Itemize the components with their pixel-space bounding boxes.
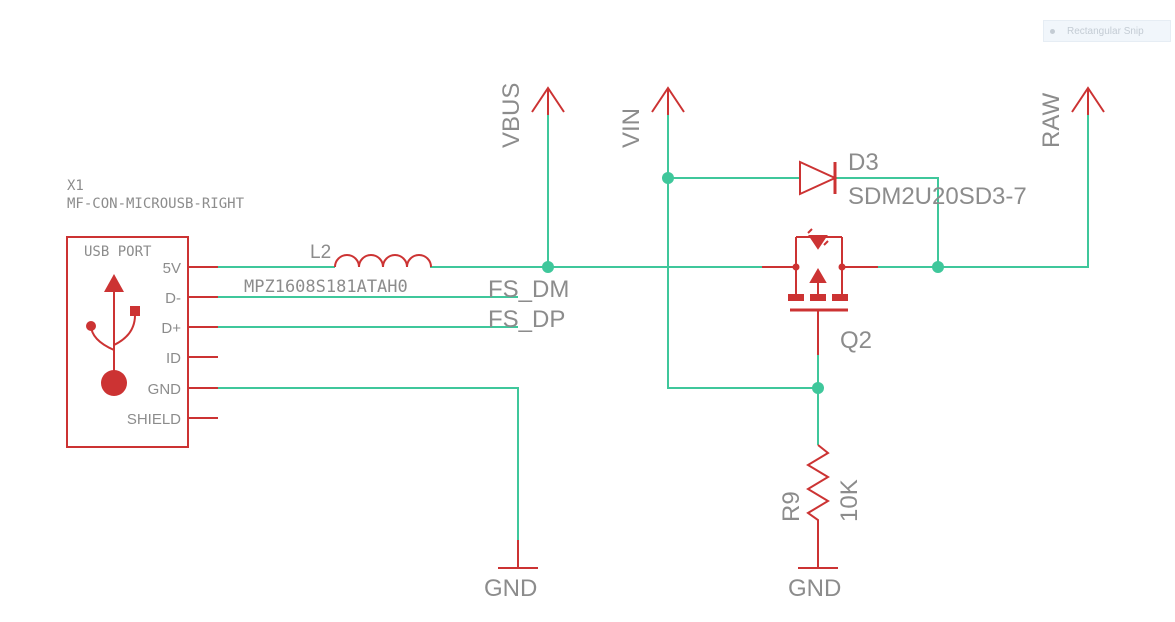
usb-box-title: USB PORT xyxy=(84,244,152,260)
mosfet-node-right xyxy=(838,263,846,271)
pin-label-id: ID xyxy=(166,350,181,367)
inductor-ref-label: L2 xyxy=(310,242,331,263)
mosfet-symbol xyxy=(762,228,878,355)
wire-diode-to-raw xyxy=(835,177,939,267)
mosfet-gate-seg-1 xyxy=(788,294,804,301)
rectangular-snip-button[interactable]: Rectangular Snip xyxy=(1043,20,1171,42)
net-label-fs-dp: FS_DP xyxy=(488,306,565,333)
supply-label-raw: RAW xyxy=(1038,93,1065,148)
net-label-fs-dm: FS_DM xyxy=(488,276,569,303)
mosfet-ref-label: Q2 xyxy=(840,327,872,354)
diode-triangle xyxy=(799,160,838,196)
diode-value-label: SDM2U20SD3-7 xyxy=(848,183,1027,210)
resistor-symbol xyxy=(806,444,830,540)
usb-connector-box xyxy=(66,236,189,448)
supply-label-vin: VIN xyxy=(618,108,645,148)
pin-label-5v: 5V xyxy=(163,260,181,277)
snip-icon xyxy=(1050,28,1055,34)
resistor-ref-label: R9 xyxy=(778,491,805,522)
pin-label-shield: SHIELD xyxy=(127,411,181,428)
junction-gate xyxy=(812,382,824,394)
usb-icon-left-dot xyxy=(86,321,96,331)
junction-raw xyxy=(932,261,944,273)
wire-vin xyxy=(667,115,818,389)
gnd-left-label: GND xyxy=(484,575,537,602)
usb-icon-base xyxy=(101,370,127,396)
gnd-left-symbol-icon xyxy=(498,540,538,569)
symbol-fills xyxy=(86,160,848,396)
gnd-right-label: GND xyxy=(788,575,841,602)
vbus-arrow-icon xyxy=(531,86,565,115)
gnd-right-symbol-icon xyxy=(798,540,838,569)
inductor-symbol xyxy=(334,254,432,268)
junction-vin-diode xyxy=(662,172,674,184)
usb-icon-right-square xyxy=(130,306,140,316)
junctions xyxy=(542,172,944,394)
connector-pins xyxy=(188,266,218,419)
mosfet-node-left xyxy=(792,263,800,271)
mosfet-gate-seg-3 xyxy=(832,294,848,301)
junction-vbus xyxy=(542,261,554,273)
wire-raw-rail xyxy=(878,115,1089,268)
pin-label-dp: D+ xyxy=(161,320,181,337)
resistor-value-label: 10K xyxy=(836,479,863,522)
wire-gnd-left xyxy=(218,387,519,540)
net-wires xyxy=(218,115,1089,540)
connector-part-label: MF-CON-MICROUSB-RIGHT xyxy=(67,196,245,212)
diode-ref-label: D3 xyxy=(848,149,879,176)
mosfet-gate-seg-2 xyxy=(810,294,826,301)
pin-label-dm: D- xyxy=(165,290,181,307)
vin-arrow-icon xyxy=(651,86,685,115)
snip-label: Rectangular Snip xyxy=(1067,25,1144,37)
inductor-value-label: MPZ1608S181ATAH0 xyxy=(244,277,408,297)
usb-icon xyxy=(90,290,136,382)
supply-label-vbus: VBUS xyxy=(498,83,525,148)
connector-ref-label: X1 xyxy=(67,178,84,194)
pin-label-gnd: GND xyxy=(148,381,182,398)
usb-icon-arrowhead xyxy=(104,274,124,292)
raw-arrow-icon xyxy=(1071,86,1105,115)
